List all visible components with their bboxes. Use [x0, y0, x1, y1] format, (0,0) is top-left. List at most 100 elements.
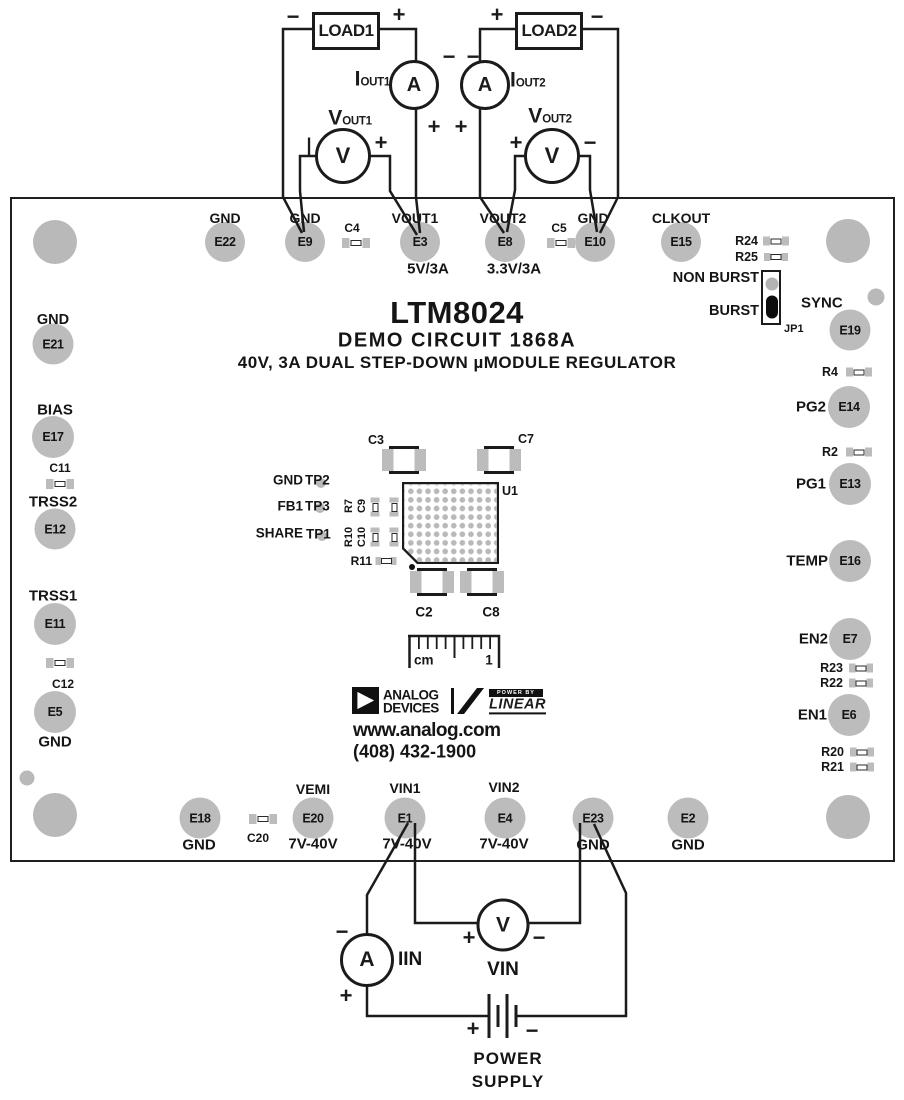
test-point-value: 7V-40V — [288, 835, 338, 853]
jumper-option-burst: BURST — [709, 303, 759, 319]
polarity-plus: + — [466, 1016, 480, 1041]
test-point-name: EN1 — [797, 706, 827, 724]
test-point-name: PG2 — [795, 398, 826, 416]
ruler-mark-label: 1 — [485, 652, 493, 668]
component-c5 — [547, 238, 575, 248]
component-label: R7 — [343, 498, 355, 514]
mounting-hole — [826, 795, 870, 839]
component-c9 — [389, 497, 399, 517]
voltmeter-vout1-symbol: V — [315, 128, 371, 184]
jumper-shunt — [766, 295, 778, 319]
load2-box: LOAD2 — [515, 12, 583, 50]
test-point-e14: E14 — [828, 386, 870, 428]
mounting-hole — [33, 220, 77, 264]
component-label: R23 — [820, 661, 843, 675]
component-label: R24 — [735, 234, 758, 248]
component-c4 — [342, 238, 370, 248]
adi-wordmark-bottom: DEVICES — [383, 700, 439, 716]
test-point-e20: E20 — [292, 797, 334, 839]
test-point-name: VIN2 — [488, 779, 520, 795]
linear-technology-wordmark: LINEAR — [489, 697, 546, 715]
test-point-e7: E7 — [829, 618, 871, 660]
board-part-number: LTM8024 — [390, 295, 524, 330]
test-point-name: GND — [577, 210, 609, 226]
component-c3 — [382, 446, 426, 474]
jumper-jp1 — [761, 270, 781, 325]
polarity-minus: − — [583, 130, 597, 155]
powered-by-linear-banner: POWER BY — [489, 689, 543, 697]
via-hole — [19, 770, 35, 786]
test-point-name: GND — [182, 836, 216, 854]
test-point-e13: E13 — [829, 463, 871, 505]
component-label: C11 — [49, 461, 71, 475]
polarity-plus: + — [462, 925, 476, 950]
component-c20 — [249, 814, 277, 824]
load1-box: LOAD1 — [312, 12, 380, 50]
jumper-open-position — [765, 277, 779, 291]
test-point-e23: E23 — [572, 797, 614, 839]
test-point-e12: E12 — [34, 508, 76, 550]
component-r20 — [850, 747, 874, 757]
test-pad-tp3 — [315, 503, 325, 513]
test-pad-tp2 — [316, 478, 326, 488]
test-point-name: VOUT2 — [479, 210, 527, 226]
tp-net-label: FB1 — [277, 498, 303, 514]
load1-label: LOAD1 — [318, 21, 374, 40]
wire-iin-to-battery — [365, 984, 489, 1018]
test-point-name: PG1 — [795, 475, 826, 493]
component-label: R25 — [735, 250, 758, 264]
component-c10 — [389, 527, 399, 547]
component-c12 — [46, 658, 74, 668]
pin1-dot — [409, 564, 415, 570]
component-label: R22 — [820, 676, 843, 690]
test-point-name: CLKOUT — [651, 210, 711, 226]
polarity-minus: − — [466, 44, 480, 69]
test-point-name: VOUT1 — [391, 210, 439, 226]
test-point-e22: E22 — [205, 222, 245, 262]
polarity-minus: − — [590, 4, 604, 29]
voltmeter-vout2-symbol: V — [524, 128, 580, 184]
test-point-e8: E8 — [485, 222, 525, 262]
component-r25 — [764, 253, 788, 261]
mounting-hole — [33, 793, 77, 837]
polarity-plus: + — [509, 130, 523, 155]
test-point-e4: E4 — [484, 797, 526, 839]
module-ref-label: U1 — [502, 484, 518, 498]
test-point-name: GND — [38, 733, 72, 751]
website-url: www.analog.com — [353, 720, 501, 741]
u1-bga-grid — [404, 484, 497, 562]
test-point-name: VIN1 — [389, 780, 421, 796]
test-point-name: GND — [576, 836, 610, 854]
power-supply-label-line1: POWER — [473, 1049, 543, 1068]
tp-ref-label: TP3 — [305, 498, 330, 514]
adi-wordmark-top: ANALOG — [383, 687, 439, 703]
test-point-value: 5V/3A — [407, 260, 449, 278]
battery-icon — [487, 994, 518, 1038]
ruler-unit-label: cm — [414, 652, 434, 668]
test-point-e6: E6 — [828, 694, 870, 736]
tp-net-label: GND — [273, 472, 303, 488]
component-label: C10 — [356, 526, 368, 548]
component-label: C12 — [51, 677, 75, 691]
component-label: C20 — [246, 831, 270, 845]
test-point-name: BIAS — [37, 401, 73, 419]
test-point-e21: E21 — [32, 323, 74, 365]
component-label: R20 — [821, 745, 844, 759]
polarity-minus: − — [335, 919, 349, 944]
polarity-plus: + — [392, 2, 406, 27]
adi-triangle-icon — [357, 691, 375, 710]
test-point-name: TRSS2 — [28, 493, 78, 511]
test-point-e10: E10 — [575, 222, 615, 262]
test-point-name: GND — [209, 210, 241, 226]
component-r10 — [370, 527, 380, 547]
load2-label: LOAD2 — [521, 21, 577, 40]
test-point-e19: E19 — [829, 309, 871, 351]
component-c2 — [410, 568, 454, 596]
test-point-e16: E16 — [829, 540, 871, 582]
component-c8 — [460, 568, 504, 596]
